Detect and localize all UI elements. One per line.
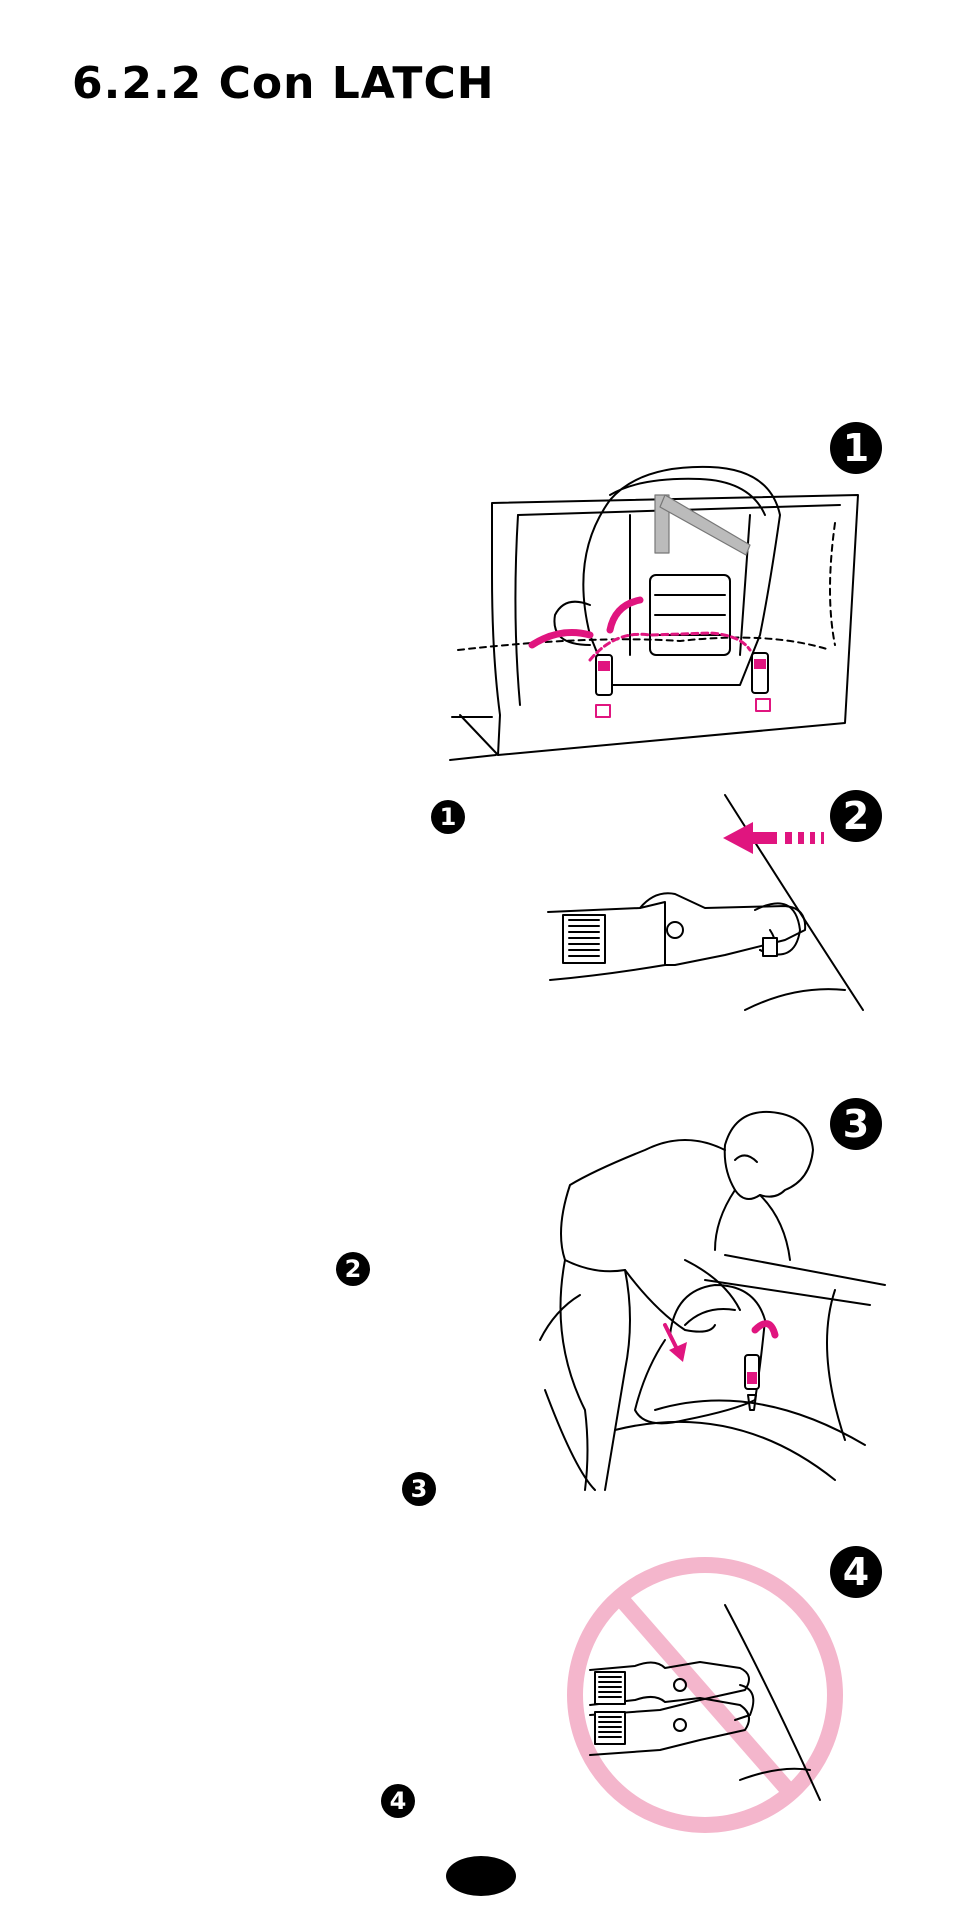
page-title: 6.2.2 Con LATCH xyxy=(72,58,495,109)
figure-2-connector-illustration xyxy=(545,790,875,1020)
figure-3-install-illustration xyxy=(535,1110,885,1490)
text-ref-1: 1 xyxy=(431,800,465,834)
prohibition-slash xyxy=(622,1600,788,1790)
figure-4-prohibited-illustration xyxy=(560,1550,850,1840)
figure-1-latch-seat-illustration xyxy=(440,455,880,765)
text-ref-3: 3 xyxy=(402,1472,436,1506)
text-ref-4: 4 xyxy=(381,1784,415,1818)
text-ref-2: 2 xyxy=(336,1252,370,1286)
page-number-oval xyxy=(446,1856,516,1896)
